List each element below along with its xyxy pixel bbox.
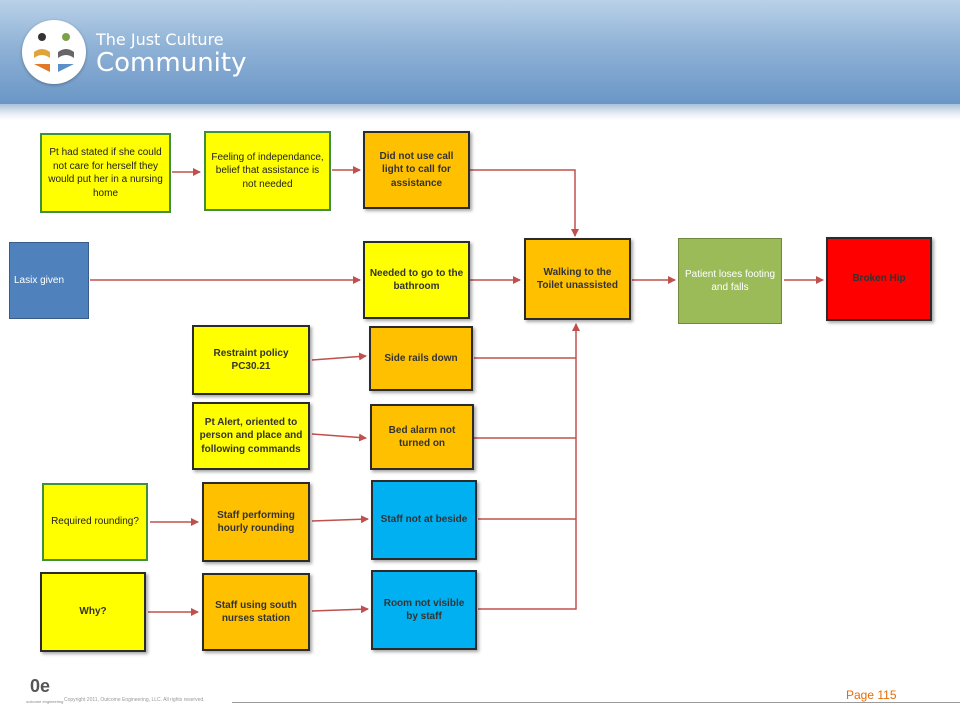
just-culture-logo <box>22 20 86 84</box>
node-hourly-rounding: Staff performing hourly rounding <box>202 482 310 562</box>
footer-logo-subtitle: outcome engineering <box>26 699 64 704</box>
brand-title-small: The Just Culture <box>96 30 224 49</box>
node-pt-stated: Pt had stated if she could not care for … <box>40 133 171 213</box>
page-number: Page 115 <box>846 688 897 702</box>
node-side-rails-down: Side rails down <box>369 326 473 391</box>
arrow-bus-to-walking <box>478 323 580 610</box>
header-divider <box>0 104 960 120</box>
node-room-not-visible: Room not visible by staff <box>371 570 477 650</box>
node-pt-alert: Pt Alert, oriented to person and place a… <box>192 402 310 470</box>
arrow-call-light-to-walking <box>470 169 579 237</box>
node-feeling-independance: Feeling of independance, belief that ass… <box>204 131 331 211</box>
node-broken-hip: Broken Hip <box>826 237 932 321</box>
footer-logo: 0e <box>30 676 51 696</box>
brand-title-large: Community <box>96 48 247 78</box>
arrow-restraint-to-side-rails <box>311 352 367 361</box>
node-walking-unassisted: Walking to the Toilet unassisted <box>524 238 631 320</box>
arrow-south-station-to-room <box>311 605 369 614</box>
node-did-not-use-call-light: Did not use call light to call for assis… <box>363 131 470 209</box>
node-bed-alarm-off: Bed alarm not turned on <box>370 404 474 470</box>
node-needed-bathroom: Needed to go to the bathroom <box>363 241 470 319</box>
node-restraint-policy: Restraint policy PC30.21 <box>192 325 310 395</box>
node-lasix-given: Lasix given <box>9 242 89 319</box>
copyright-text: Copyright 2011, Outcome Engineering, LLC… <box>64 697 205 703</box>
node-required-rounding: Required rounding? <box>42 483 148 561</box>
node-why: Why? <box>40 572 146 652</box>
node-staff-not-beside: Staff not at beside <box>371 480 477 560</box>
footer-divider <box>232 702 960 703</box>
header-band <box>0 0 960 104</box>
arrow-hourly-to-not-beside <box>311 515 369 524</box>
node-patient-loses-footing: Patient loses footing and falls <box>678 238 782 324</box>
node-south-nurses-station: Staff using south nurses station <box>202 573 310 651</box>
arrow-pt-alert-to-bed-alarm <box>311 433 367 442</box>
